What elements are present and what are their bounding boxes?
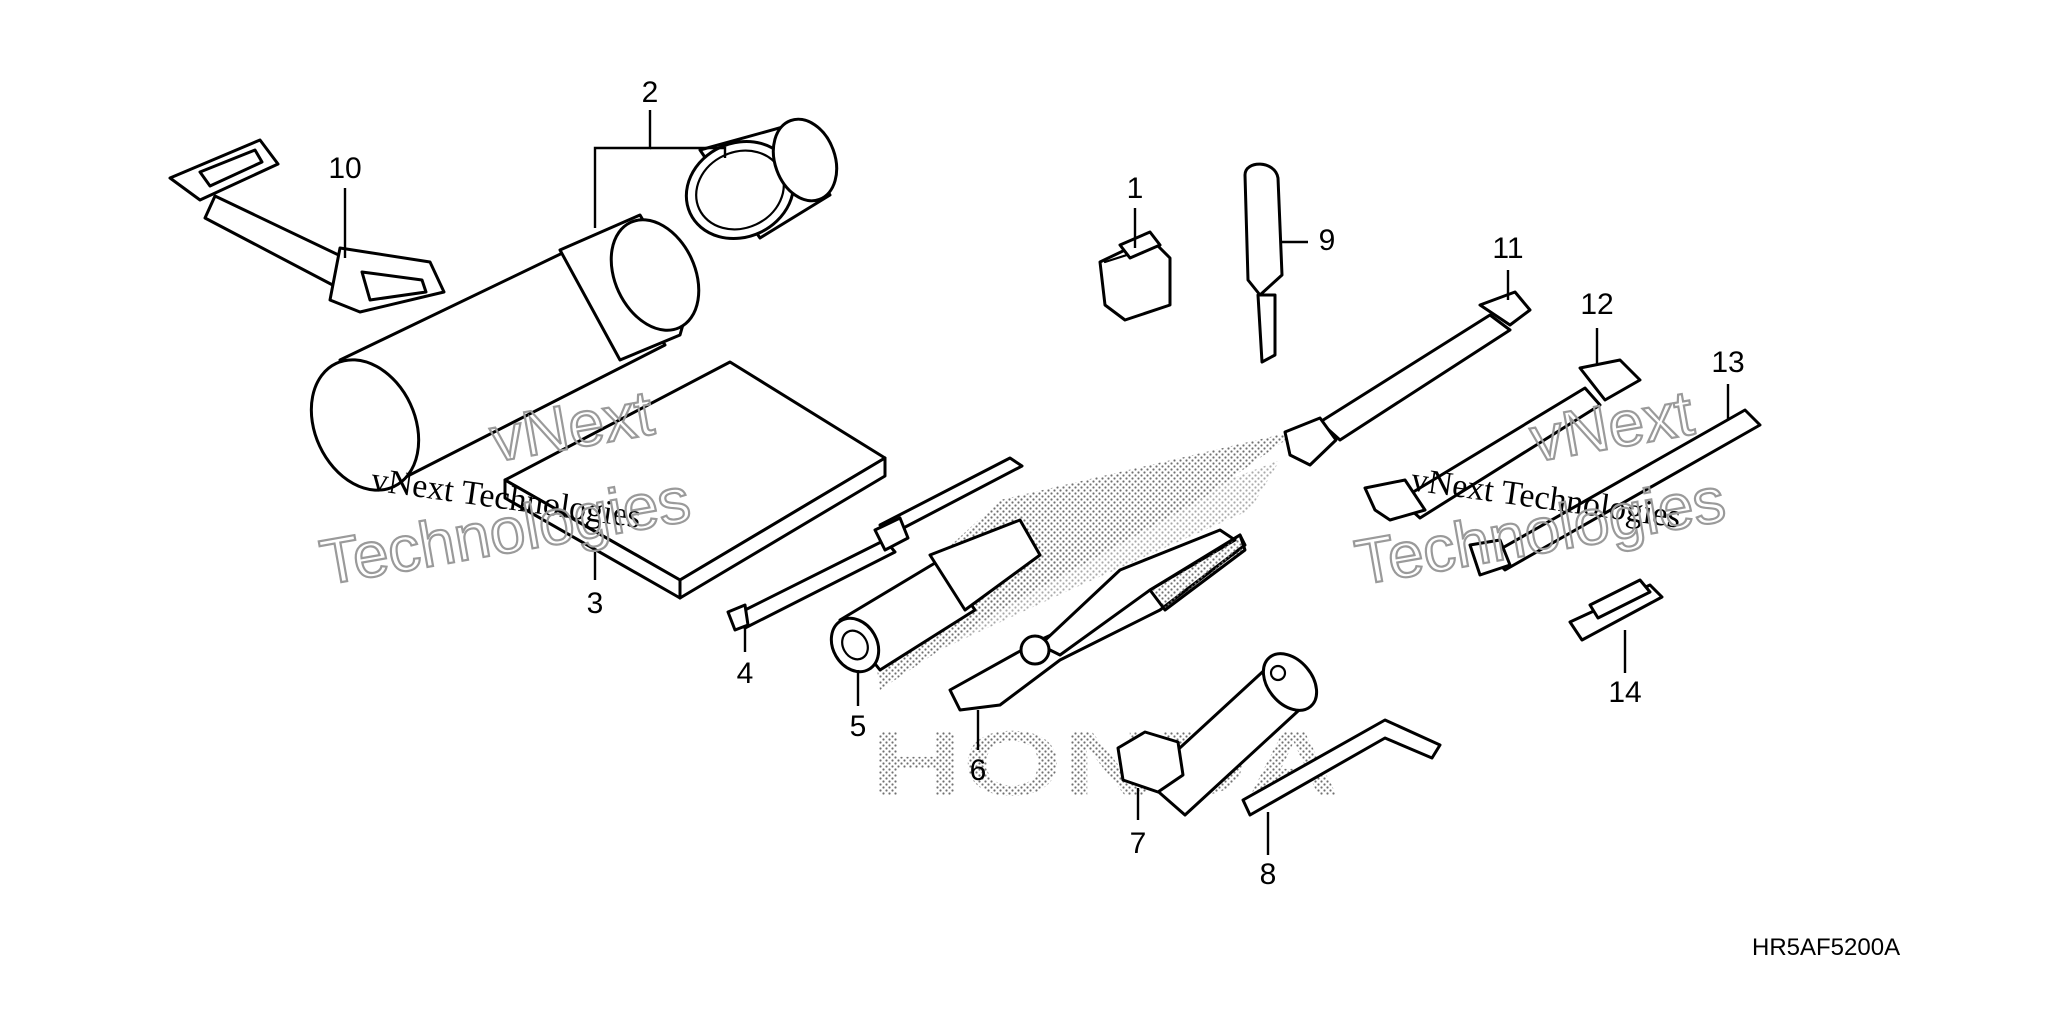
clip[interactable] <box>1568 578 1664 642</box>
fuse[interactable] <box>1098 230 1172 322</box>
hex-key[interactable] <box>1241 718 1442 817</box>
open-end-wrench-12[interactable] <box>1363 358 1642 522</box>
callout-numbers: 1 2 3 4 5 6 7 8 9 10 11 12 13 14 <box>328 76 1744 891</box>
callout-10: 10 <box>328 152 361 185</box>
spark-plug-wrench[interactable] <box>1116 643 1327 817</box>
callout-11: 11 <box>1492 232 1523 265</box>
screwdriver[interactable] <box>726 456 1024 632</box>
extension-bar[interactable] <box>1468 408 1762 577</box>
owners-manual[interactable] <box>503 360 887 600</box>
callout-7: 7 <box>1130 827 1147 860</box>
rubber-strap[interactable] <box>168 138 446 314</box>
callout-12: 12 <box>1580 288 1613 321</box>
diagram-code: HR5AF5200A <box>1752 934 1900 961</box>
leader-lines <box>343 110 1730 855</box>
callout-5: 5 <box>850 710 867 743</box>
tool-tube-cap[interactable] <box>670 110 847 256</box>
screwdriver-grip[interactable] <box>822 518 1042 680</box>
callout-9: 9 <box>1319 224 1336 257</box>
callout-14: 14 <box>1608 676 1641 709</box>
callout-4: 4 <box>737 657 754 690</box>
open-end-wrench-11[interactable] <box>1283 290 1532 467</box>
callout-6: 6 <box>970 754 987 787</box>
callout-8: 8 <box>1260 858 1277 891</box>
callout-1: 1 <box>1127 172 1144 205</box>
tool-tube[interactable] <box>291 206 716 508</box>
pliers[interactable] <box>948 528 1247 712</box>
callout-2: 2 <box>642 76 659 109</box>
callout-3: 3 <box>587 587 604 620</box>
callout-13: 13 <box>1711 346 1744 379</box>
watermark-left: vNext Technologies vNext Technologies <box>314 375 697 600</box>
plug-cap-tool[interactable] <box>1243 162 1284 364</box>
